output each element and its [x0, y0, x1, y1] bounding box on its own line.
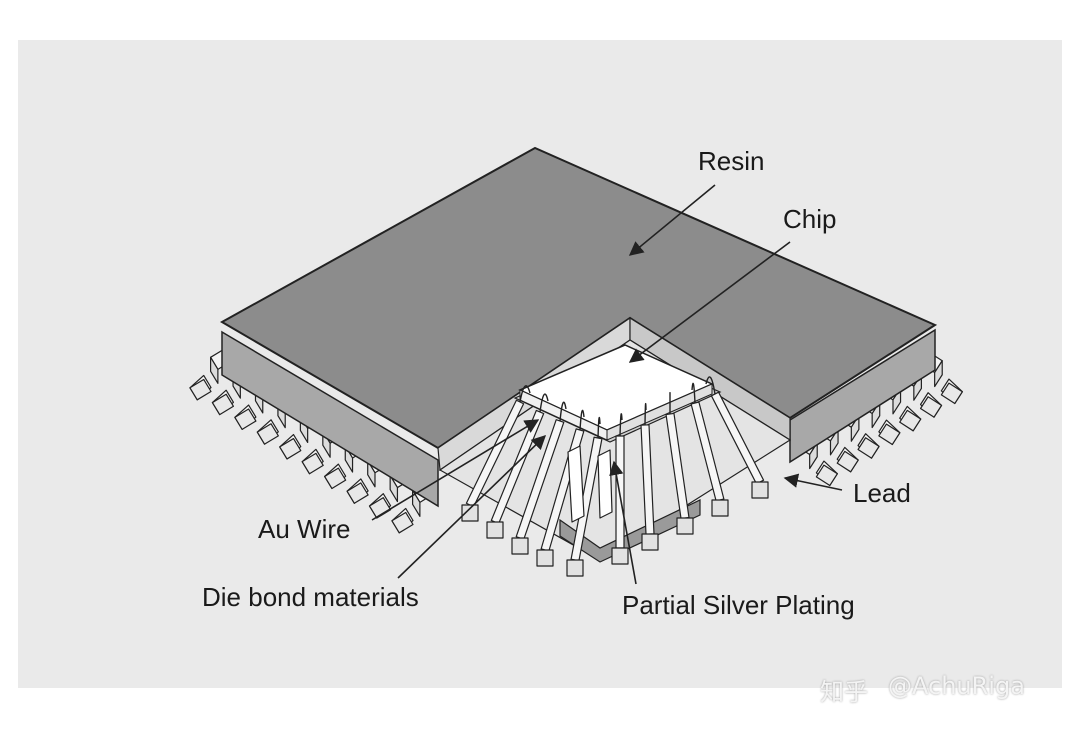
- inner-lead-foot-2: [486, 521, 504, 539]
- label-die-bond-materials: Die bond materials: [202, 582, 419, 612]
- tie-bar-right: [597, 449, 613, 519]
- lead-right-2-tip: [836, 450, 859, 473]
- au-wire-7: [644, 402, 647, 426]
- inner-lead-foot-7: [641, 533, 659, 551]
- lead-right-7-bend: [934, 360, 943, 388]
- label-resin: Resin: [698, 146, 765, 176]
- au-wire-set: [519, 376, 716, 439]
- label-lead: Lead: [853, 478, 911, 508]
- lead-right-2-bend: [829, 428, 839, 456]
- label-chip: Chip: [783, 204, 837, 234]
- lead-right-5-tip: [899, 409, 922, 432]
- watermark-site: 知乎: [820, 678, 868, 706]
- au-wire-5: [597, 416, 601, 439]
- lead-left-3-tip: [234, 408, 257, 430]
- leader-chip: [628, 241, 791, 363]
- lead-left-4-tip: [256, 423, 279, 445]
- leader-au-wire: [371, 419, 540, 521]
- inner-lead-foot-5: [566, 559, 584, 577]
- inner-lead-foot-10: [751, 481, 769, 499]
- lead-left-7-tip: [324, 467, 347, 490]
- resin-side-right: [789, 328, 936, 464]
- au-wire-6: [619, 413, 623, 437]
- resin-side-left: [221, 330, 439, 508]
- package-front-base: [559, 499, 701, 563]
- inner-lead-foot-9: [711, 499, 729, 517]
- au-wire-9: [691, 382, 696, 404]
- lead-left-1-tip: [189, 378, 212, 401]
- au-wire-4: [579, 409, 585, 431]
- inner-lead-10: [710, 391, 765, 485]
- leader-partial-silver: [609, 460, 637, 585]
- inner-lead-fan: [461, 391, 769, 577]
- lead-left-2-tip: [211, 393, 235, 416]
- au-wire-3: [559, 401, 567, 422]
- lead-right-4-bend: [871, 401, 881, 429]
- lead-right-4-tip: [878, 423, 901, 446]
- watermark-handle: @AchuRiga: [888, 672, 1025, 700]
- tie-bar-left: [567, 445, 585, 523]
- au-wire-1: [519, 385, 531, 403]
- lead-right-6-tip: [919, 396, 943, 418]
- au-wire-2: [539, 393, 549, 413]
- inner-lead-foot-8: [676, 517, 694, 535]
- inner-lead-foot-4: [536, 549, 554, 567]
- leader-die-bond: [397, 434, 547, 579]
- lead-right-1-bend: [809, 442, 818, 470]
- inner-lead-foot-3: [511, 537, 529, 555]
- lead-left-9-bend: [389, 474, 399, 503]
- inner-lead-foot-6: [611, 547, 629, 565]
- lead-right-1-tip: [815, 464, 838, 487]
- lead-right-7-tip: [940, 382, 963, 405]
- leader-resin: [628, 184, 716, 256]
- label-partial-silver-plating: Partial Silver Plating: [622, 590, 855, 620]
- lead-left-6-tip: [301, 452, 324, 475]
- lead-right-3-tip: [857, 437, 880, 459]
- inner-lead-9: [690, 401, 725, 502]
- lead-left-1-bend: [210, 356, 219, 384]
- label-au-wire: Au Wire: [258, 514, 351, 544]
- au-wire-10: [705, 376, 716, 395]
- lead-left-5-tip: [279, 437, 302, 460]
- chip-side-right: [606, 383, 713, 441]
- leader-lead: [783, 473, 843, 491]
- lead-left-10-tip: [391, 511, 414, 534]
- lead-right-3-bend: [850, 414, 860, 442]
- lead-left-8-tip: [346, 482, 369, 504]
